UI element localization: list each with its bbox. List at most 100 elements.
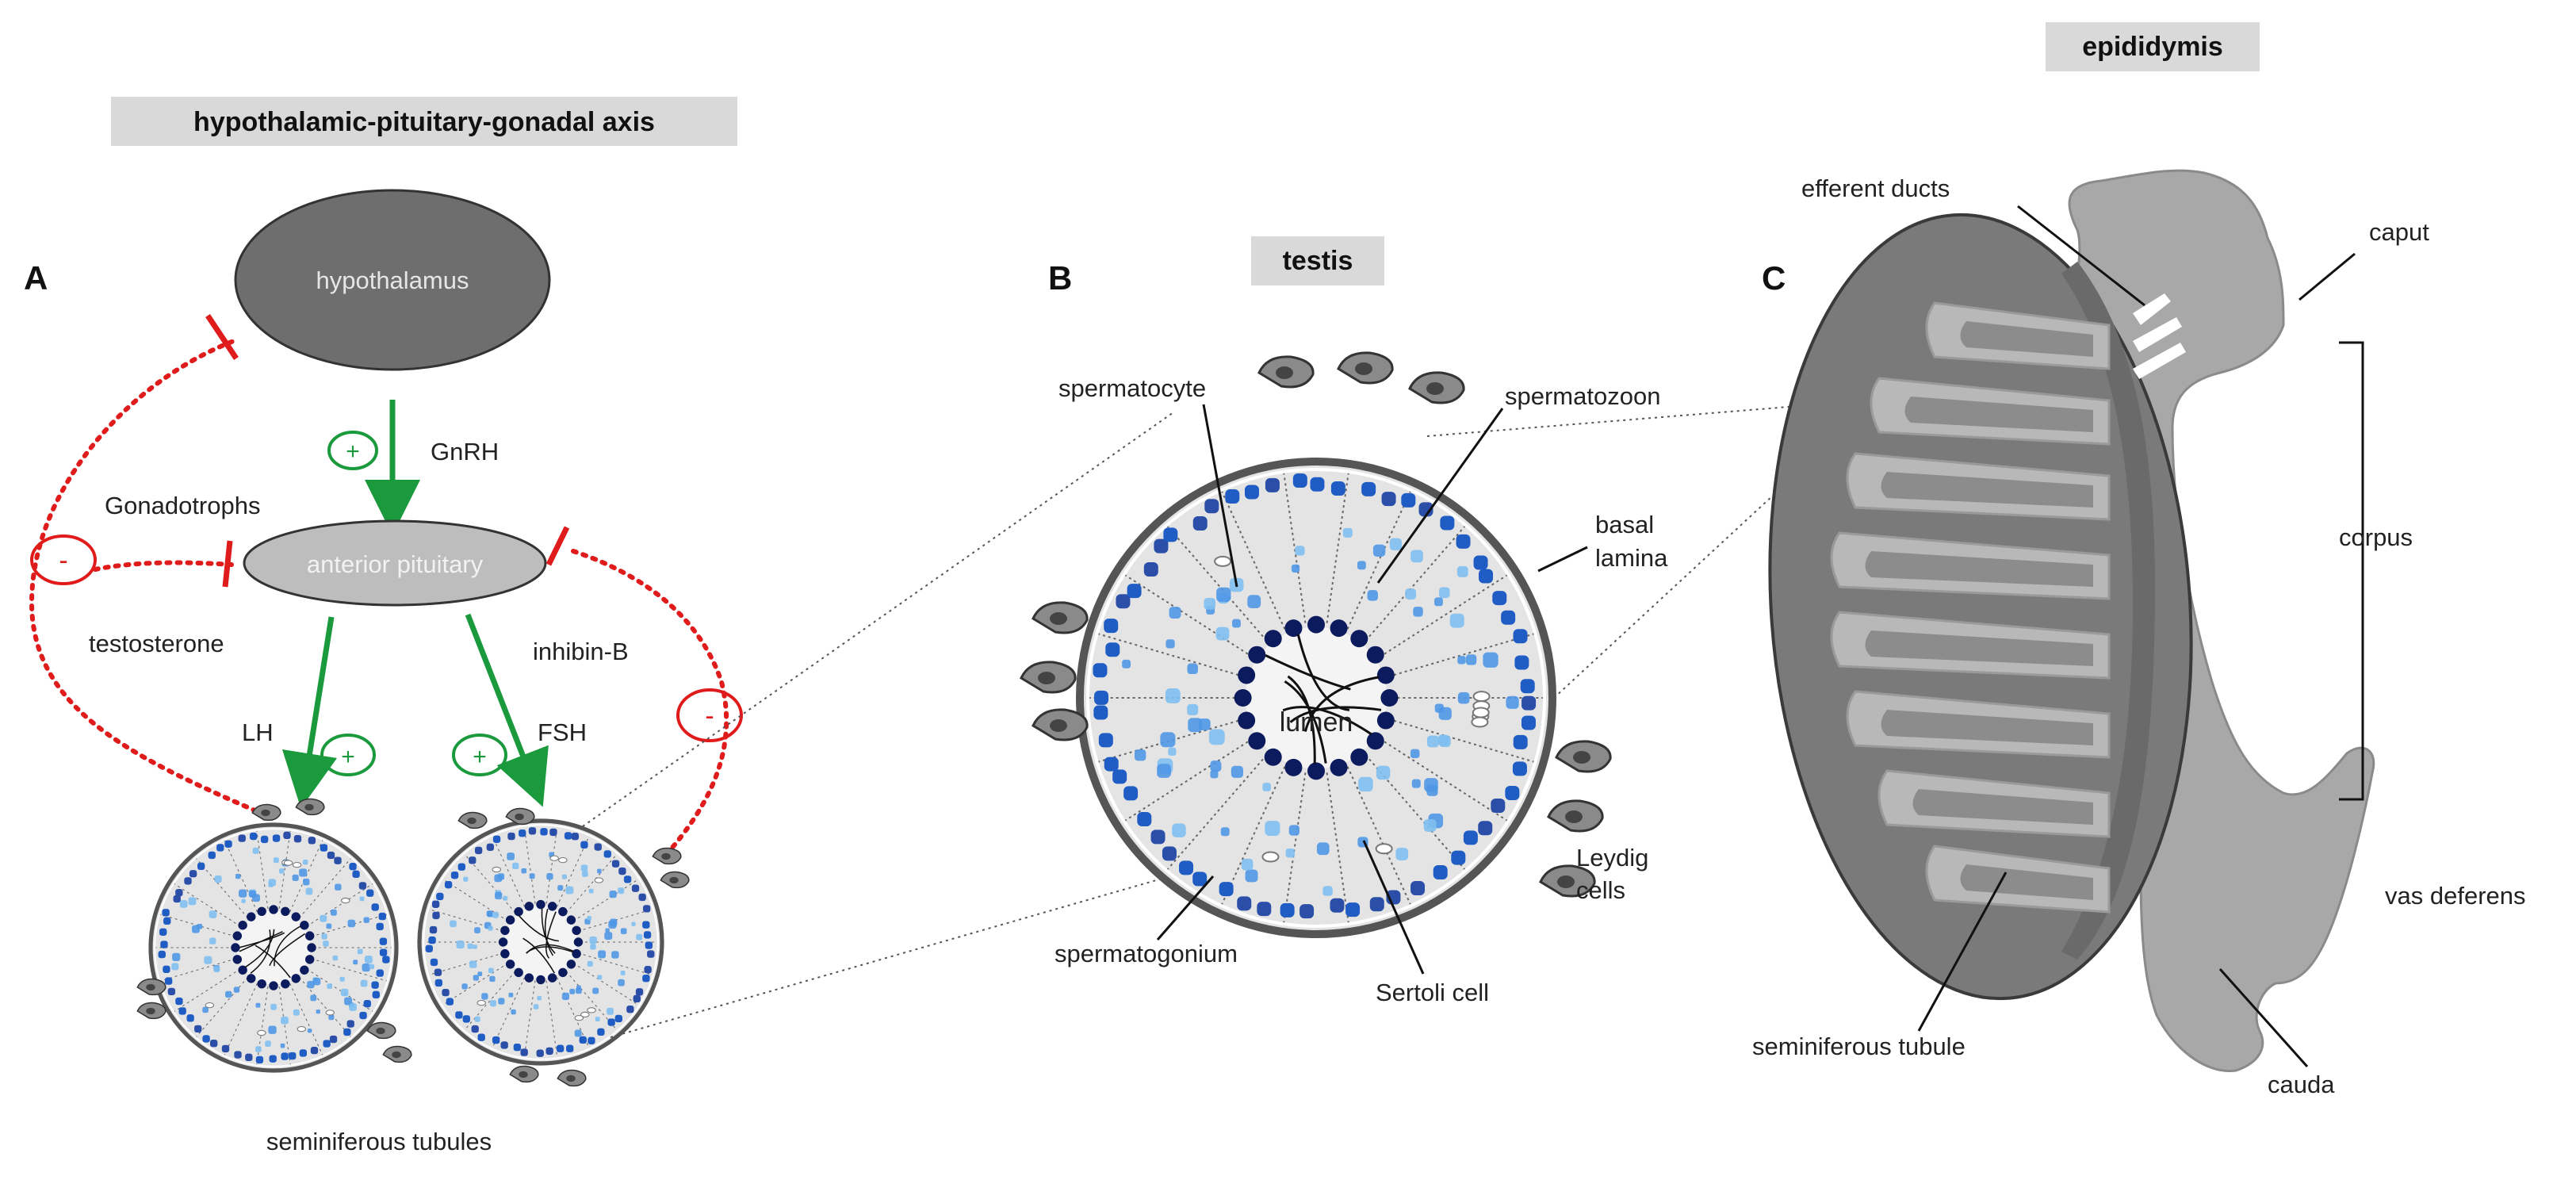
spermatid <box>269 981 278 990</box>
spermatogonium-cell <box>175 889 183 897</box>
basal-label: basal <box>1595 511 1654 538</box>
spermatocyte-cell <box>214 875 222 883</box>
spermatogonium-cell <box>645 941 653 949</box>
spermatocyte-cell <box>1483 652 1499 668</box>
spermatocyte-cell <box>340 988 349 997</box>
spermatid <box>1284 619 1303 638</box>
spermatocyte-cell <box>498 998 505 1005</box>
spermatogonium-cell <box>1098 733 1113 748</box>
spermatogonium-cell <box>507 832 515 841</box>
panel-b: spermatocyte spermatozoon basal lamina l… <box>1020 351 1668 1006</box>
spermatozoon-pointer <box>1376 408 1504 584</box>
spermatid <box>558 967 568 978</box>
spermatocyte-cell <box>587 915 591 921</box>
sertoli-line <box>556 836 590 907</box>
spermatid <box>1264 630 1282 648</box>
sertoli-line <box>174 968 241 1012</box>
spermatocyte-cell <box>588 888 594 894</box>
spermatogonium-cell <box>540 828 548 836</box>
spermatocyte-cell <box>597 868 602 874</box>
spermatogonium-cell <box>477 1033 485 1041</box>
spermatogonium-cell <box>163 917 171 925</box>
spermatogonium-cell <box>1105 642 1120 657</box>
spermatocyte-cell <box>209 910 217 918</box>
spermatocyte-cell <box>1166 639 1175 649</box>
spermatid <box>1330 758 1348 776</box>
spermatogonium-cell <box>611 860 620 868</box>
leydig-cell <box>505 807 535 826</box>
anterior-pituitary-shape <box>243 519 547 607</box>
lumen <box>1245 626 1388 769</box>
sperm-tail <box>526 944 574 954</box>
spermatogonium-cell <box>343 1028 351 1036</box>
spermatocyte-cell <box>293 1009 300 1016</box>
spermatid <box>307 943 316 952</box>
sertoli-nucleus <box>1472 707 1490 718</box>
spermatocyte-cell <box>597 975 603 980</box>
inhibin-minus-circle <box>676 688 743 742</box>
lobules <box>1830 301 2111 914</box>
spermatogonium-cell <box>334 856 342 864</box>
spermatocyte-cell <box>1220 827 1230 837</box>
spermatocyte-cell <box>1367 590 1378 601</box>
sertoli-nucleus <box>325 1010 335 1016</box>
leydig-cell <box>1547 799 1604 833</box>
spermatid <box>1376 711 1395 730</box>
sperm-tail <box>519 915 559 942</box>
spermatogonium-cell <box>1491 799 1506 814</box>
spermatocyte-cell <box>610 918 618 926</box>
spermatogonium-cell <box>1143 561 1158 577</box>
spermatocyte-cell <box>302 859 308 865</box>
spermatocyte-cell <box>592 987 599 994</box>
spermatogonium-cell <box>566 1044 574 1052</box>
hypothalamus-label: hypothalamus <box>316 266 469 294</box>
spermatocyte-cell <box>353 960 358 965</box>
leydig-cell <box>136 1002 167 1020</box>
spermatogonium-cell <box>571 833 580 841</box>
testosterone-feedback-hypothalamus <box>29 337 268 818</box>
efferent-ducts-pointer <box>2017 205 2145 307</box>
spermatogonium-cell <box>431 900 440 908</box>
spermatogonium-cell <box>1292 473 1307 488</box>
sertoli-nucleus <box>594 877 604 883</box>
sertoli-line <box>565 853 618 914</box>
sertoli-line <box>256 987 269 1065</box>
leydig-cell <box>557 1069 587 1087</box>
sperm-tail <box>239 931 283 952</box>
lobule-core <box>1904 397 2093 432</box>
efferent-ducts-shape <box>2133 293 2186 379</box>
spermatogonium-cell <box>221 1044 230 1053</box>
spermatogonium-cell <box>450 871 459 879</box>
cauda-label: cauda <box>2268 1071 2335 1098</box>
spermatocyte-cell <box>565 886 574 895</box>
spermatogonium-cell <box>520 1048 528 1056</box>
spermatocyte-cell <box>305 887 313 895</box>
spermatogonium-cell <box>272 834 281 842</box>
spermatogonium-cell <box>194 1025 202 1033</box>
spermatid <box>1248 732 1266 750</box>
spermatocyte-cell <box>580 864 588 872</box>
spermatogonium-cell <box>642 975 650 983</box>
spermatocyte-cell <box>1285 849 1295 858</box>
header-axis: hypothalamic-pituitary-gonadal axis <box>111 97 737 146</box>
testosterone-label: testosterone <box>89 630 224 657</box>
spermatid <box>300 921 309 930</box>
spermatocyte-cell <box>225 990 232 998</box>
lobule-core <box>1960 864 2093 900</box>
spermatocyte-cell <box>1457 692 1470 704</box>
spermatogonium-cell <box>579 1036 587 1044</box>
spermatogonium-cell <box>1225 489 1240 504</box>
spermatocyte-cell <box>202 1006 209 1013</box>
spermatocyte-cell <box>1437 734 1449 746</box>
spermatogonium-cell <box>1521 695 1537 711</box>
spermatogonium-cell <box>633 994 641 1002</box>
spermatogonium-cell <box>455 1011 463 1019</box>
sertoli-line <box>523 980 536 1058</box>
spermatocyte-cell <box>1288 825 1299 836</box>
spermatocyte-cell <box>1456 566 1468 577</box>
spermatocyte-cell <box>1216 587 1231 603</box>
seminiferous-tubules-label: seminiferous tubules <box>266 1128 492 1155</box>
panel-a: hypothalamus + GnRH anterior pituitary G… <box>29 189 743 1155</box>
spermatocyte-cell <box>172 952 181 962</box>
sperm-tail <box>239 932 285 948</box>
